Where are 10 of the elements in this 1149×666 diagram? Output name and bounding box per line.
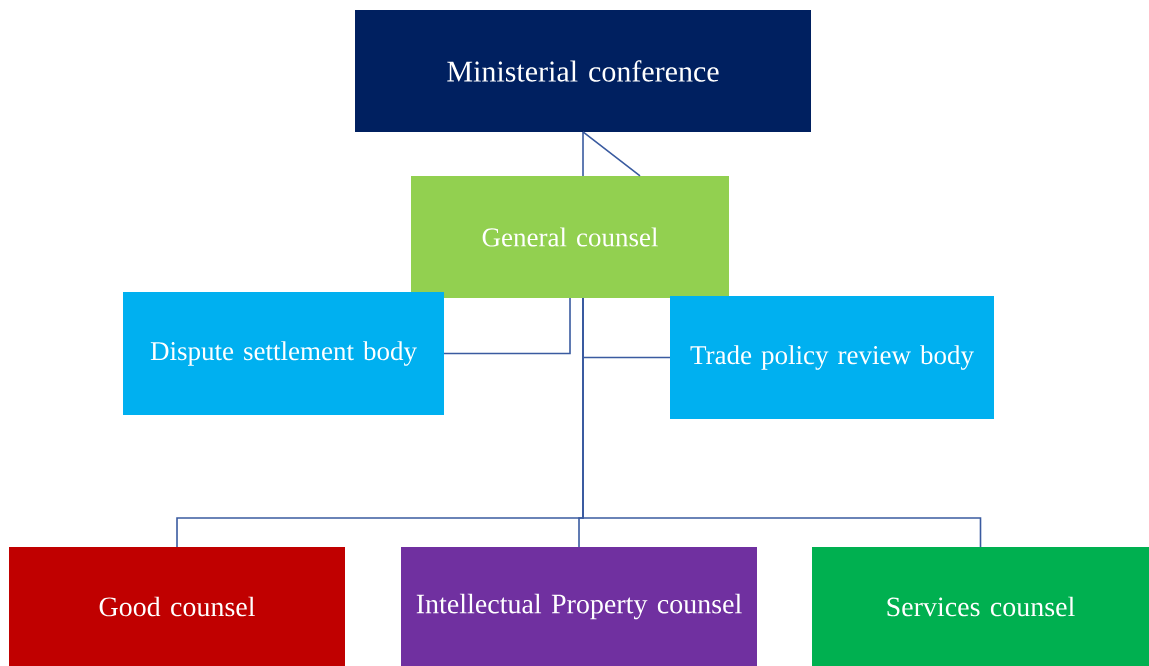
org-box: Services counsel [812, 547, 1149, 666]
org-box: Dispute settlement body [123, 292, 444, 415]
org-box: Good counsel [9, 547, 345, 666]
org-box: Intellectual Property counsel [401, 547, 757, 666]
connector-line [443, 297, 571, 355]
org-box: Trade policy review body [670, 296, 994, 419]
connector-line [582, 131, 641, 177]
org-box: General counsel [411, 176, 729, 298]
connector-line [582, 297, 982, 548]
org-box: Ministerial conference [355, 10, 811, 132]
